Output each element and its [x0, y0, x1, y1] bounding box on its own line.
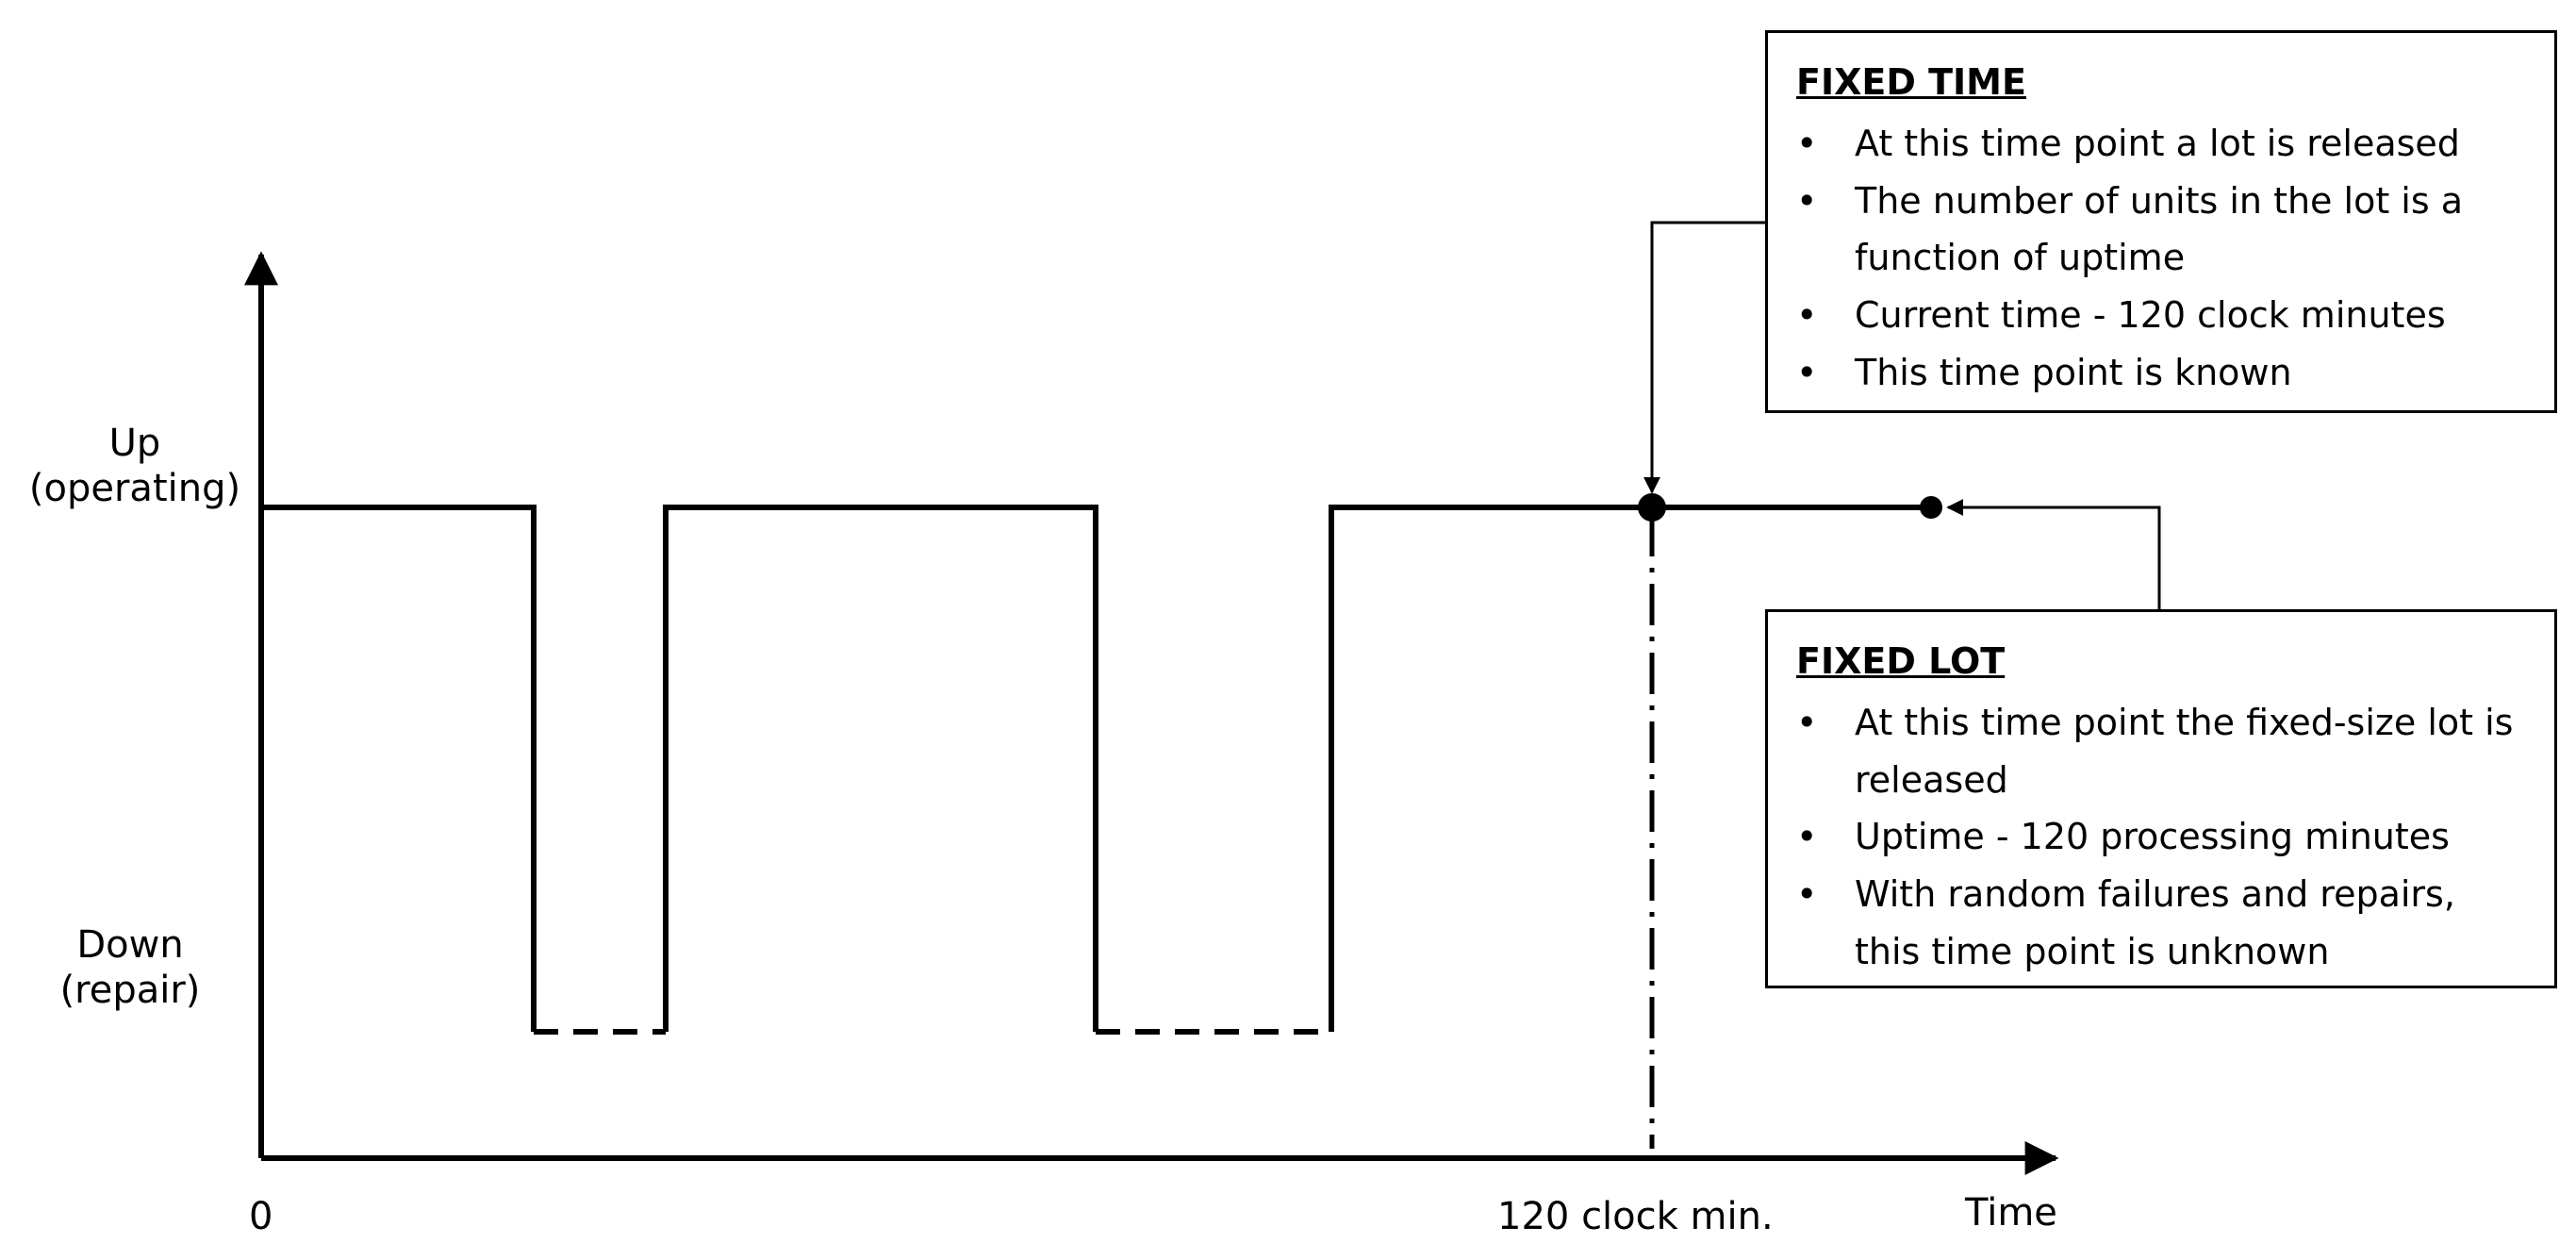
fixed-lot-bullets: At this time point the fixed-size lot is…: [1796, 694, 2526, 981]
fixed-time-bullet: Current time - 120 clock minutes: [1796, 287, 2526, 344]
fixed-lot-bullet: With random failures and repairs, this t…: [1796, 866, 2526, 981]
fixed-lot-callout: FIXED LOT At this time point the fixed-s…: [1765, 609, 2557, 988]
fixed-lot-point: [1920, 496, 1942, 519]
fixed-time-bullet: This time point is known: [1796, 344, 2526, 402]
status-line-segment-2: [663, 505, 1098, 1032]
fixed-time-bullet: The number of units in the lot is a func…: [1796, 173, 2526, 288]
fixed-lot-title: FIXED LOT: [1796, 640, 2006, 682]
fixed-time-callout: FIXED TIME At this time point a lot is r…: [1765, 30, 2557, 413]
fixed-time-point: [1638, 493, 1666, 522]
fixed-time-title: FIXED TIME: [1796, 61, 2026, 103]
fixed-time-bullet: At this time point a lot is released: [1796, 115, 2526, 173]
status-line-segment-1: [261, 505, 537, 1032]
x-label-120-clock-min: 120 clock min.: [1497, 1195, 1774, 1238]
fixed-time-bullets: At this time point a lot is released The…: [1796, 115, 2526, 402]
status-line-segment-3: [1329, 505, 1935, 1032]
x-label-origin: 0: [249, 1195, 273, 1238]
fixed-lot-connector: [1946, 499, 2161, 609]
fixed-lot-bullet: Uptime - 120 processing minutes: [1796, 808, 2526, 866]
fixed-time-connector: [1643, 221, 1765, 494]
y-label-up: Up (operating): [28, 422, 241, 510]
x-axis-title: Time: [1965, 1191, 2057, 1235]
fixed-lot-bullet: At this time point the fixed-size lot is…: [1796, 694, 2526, 809]
y-label-down: Down (repair): [59, 923, 201, 1012]
